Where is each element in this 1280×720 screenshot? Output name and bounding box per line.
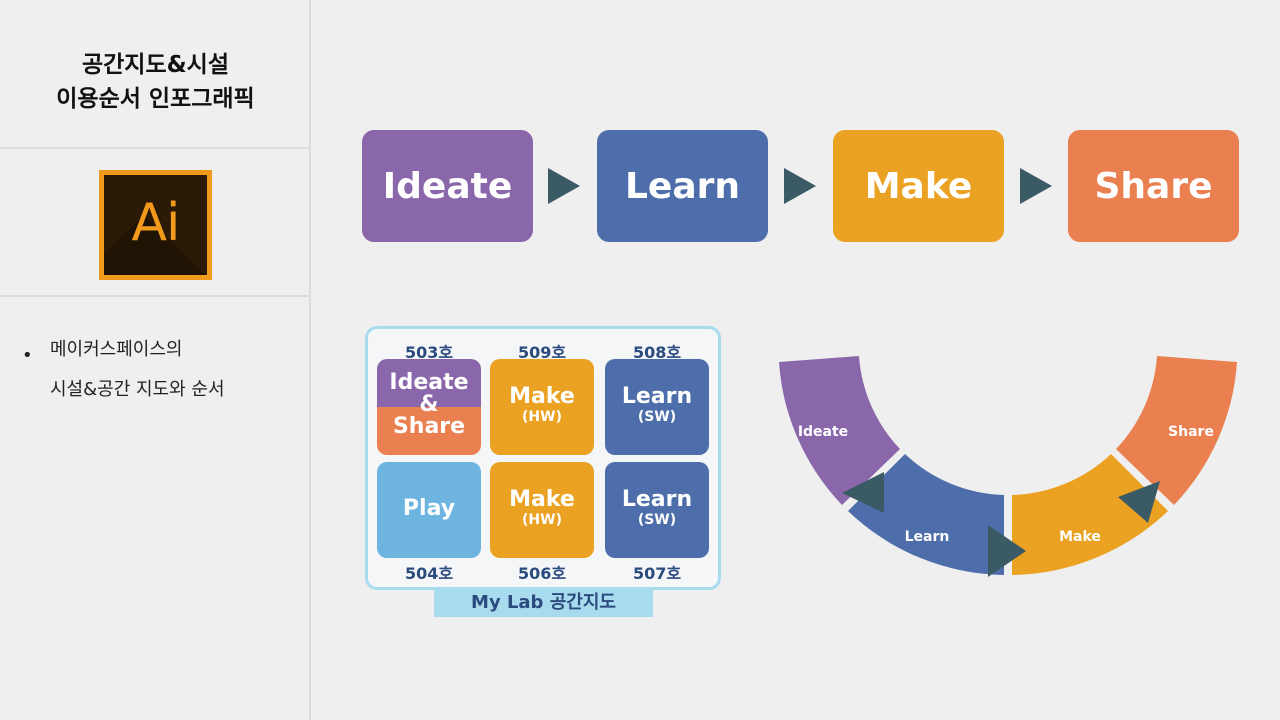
- room-509-label: Make: [509, 384, 575, 409]
- room-504: Play: [377, 462, 481, 558]
- page-title: 공간지도&시설 이용순서 인포그래픽: [0, 48, 311, 116]
- room-number-506: 506호: [517, 564, 567, 583]
- arc-segment-ideate: [779, 356, 900, 505]
- arc-label-learn: Learn: [905, 529, 950, 545]
- room-508: Learn (SW): [605, 359, 709, 455]
- room-506-sublabel: (HW): [522, 512, 562, 528]
- room-number-503: 503호: [404, 343, 454, 362]
- divider-top: [0, 147, 309, 149]
- room-number-509: 509호: [517, 343, 567, 362]
- room-509: Make (HW): [490, 359, 594, 455]
- arc-arrow-icon: [842, 472, 884, 513]
- arc-arrow-icon: [1118, 481, 1160, 523]
- description: 메이커스페이스의 시설&공간 지도와 순서: [50, 330, 225, 410]
- flow-arrow-icon: [1020, 168, 1052, 204]
- room-508-sublabel: (SW): [637, 409, 677, 425]
- flow-step-share: Share: [1068, 130, 1239, 242]
- room-503-bottom-label: Share: [392, 414, 466, 439]
- room-507-label: Learn: [621, 487, 693, 512]
- room-number-507: 507호: [632, 564, 682, 583]
- arc-segment-share: [1116, 356, 1237, 505]
- bullet-icon: •: [22, 345, 33, 366]
- flow-step-ideate: Ideate: [362, 130, 533, 242]
- description-line-1: 메이커스페이스의: [50, 339, 183, 360]
- room-number-504: 504호: [404, 564, 454, 583]
- room-504-label: Play: [402, 496, 456, 521]
- flow-step-make: Make: [833, 130, 1004, 242]
- room-503-amp: &: [419, 392, 439, 417]
- title-line-2: 이용순서 인포그래픽: [56, 86, 255, 112]
- room-509-sublabel: (HW): [522, 409, 562, 425]
- room-507: Learn (SW): [605, 462, 709, 558]
- title-line-1: 공간지도&시설: [81, 52, 230, 78]
- flow-step-learn: Learn: [597, 130, 768, 242]
- arc-segment-make: [1012, 454, 1168, 575]
- description-line-2: 시설&공간 지도와 순서: [50, 379, 225, 400]
- room-506-label: Make: [509, 487, 575, 512]
- flow-arrow-icon: [548, 168, 580, 204]
- divider-bottom: [0, 295, 309, 297]
- lab-map-caption: My Lab 공간지도: [434, 588, 653, 617]
- room-507-sublabel: (SW): [637, 512, 677, 528]
- room-503: Ideate & Share: [377, 359, 481, 455]
- illustrator-logo: Ai: [99, 170, 212, 280]
- arc-label-ideate: Ideate: [798, 424, 848, 440]
- arc-label-make: Make: [1059, 529, 1101, 545]
- room-506: Make (HW): [490, 462, 594, 558]
- sidebar: 공간지도&시설 이용순서 인포그래픽 Ai • 메이커스페이스의 시설&공간 지…: [0, 0, 311, 720]
- room-number-508: 508호: [632, 343, 682, 362]
- arc-segment-learn: [848, 454, 1004, 575]
- arc-arrow-icon: [988, 525, 1026, 577]
- room-508-label: Learn: [621, 384, 693, 409]
- flow-arrow-icon: [784, 168, 816, 204]
- room-503-top-label: Ideate: [389, 370, 469, 395]
- arc-cycle-diagram: Ideate Learn Make Share: [779, 356, 1237, 577]
- logo-text: Ai: [131, 193, 180, 253]
- arc-label-share: Share: [1168, 424, 1214, 440]
